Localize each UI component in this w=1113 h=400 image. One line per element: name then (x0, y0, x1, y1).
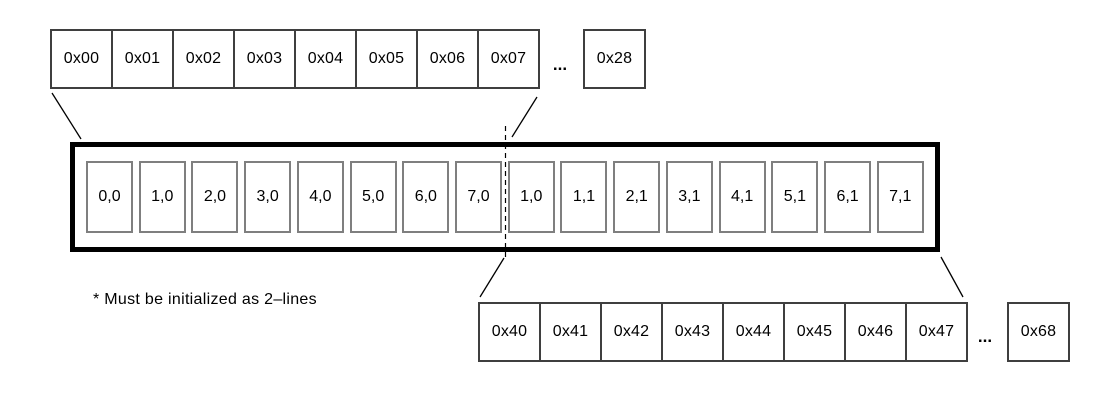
buffer-cell: 4,1 (718, 161, 766, 233)
connector-bottom-left (479, 257, 505, 298)
memory-cell: 0x03 (233, 29, 296, 89)
memory-cell: 0x47 (905, 302, 968, 362)
memory-cell: 0x45 (783, 302, 846, 362)
buffer-cell: 3,0 (244, 161, 292, 233)
buffer-cell: 3,1 (665, 161, 713, 233)
buffer-cell: 2,1 (613, 161, 661, 233)
buffer-cell: 7,0 (455, 161, 503, 233)
memory-cell: 0x46 (844, 302, 907, 362)
buffer-cell: 1,0 (507, 161, 555, 233)
connector-top-right (511, 96, 538, 138)
display-buffer: 0,0 1,0 2,0 3,0 4,0 5,0 6,0 7,0 1,0 1,1 … (70, 142, 940, 252)
memory-cell: 0x02 (172, 29, 235, 89)
buffer-cell: 1,0 (138, 161, 186, 233)
memory-cell: 0x05 (355, 29, 418, 89)
memory-cell: 0x42 (600, 302, 663, 362)
buffer-cell: 4,0 (296, 161, 344, 233)
memory-cell: 0x00 (50, 29, 113, 89)
memory-cell-last-top: 0x28 (583, 29, 646, 89)
buffer-cell: 1,1 (560, 161, 608, 233)
memory-cell: 0x06 (416, 29, 479, 89)
memory-cell: 0x07 (477, 29, 540, 89)
buffer-cell: 6,1 (824, 161, 872, 233)
memory-cell: 0x41 (539, 302, 602, 362)
buffer-cell: 7,1 (876, 161, 924, 233)
footnote: * Must be initialized as 2–lines (93, 291, 317, 308)
connector-top-left (51, 92, 82, 140)
memory-cell: 0x40 (478, 302, 541, 362)
top-row-ellipsis: ... (552, 55, 568, 74)
connector-bottom-right (940, 256, 964, 298)
memory-cell: 0x04 (294, 29, 357, 89)
bottom-address-row: 0x40 0x41 0x42 0x43 0x44 0x45 0x46 0x47 (478, 302, 968, 362)
memory-cell: 0x01 (111, 29, 174, 89)
buffer-cell: 5,1 (771, 161, 819, 233)
buffer-cell: 6,0 (402, 161, 450, 233)
buffer-cell: 2,0 (191, 161, 239, 233)
buffer-cell: 0,0 (86, 161, 133, 233)
memory-cell-last-bottom: 0x68 (1007, 302, 1070, 362)
memory-cell: 0x44 (722, 302, 785, 362)
buffer-cell: 5,0 (349, 161, 397, 233)
top-address-row: 0x00 0x01 0x02 0x03 0x04 0x05 0x06 0x07 (50, 29, 540, 89)
memory-cell: 0x43 (661, 302, 724, 362)
bottom-row-ellipsis: ... (977, 327, 993, 346)
